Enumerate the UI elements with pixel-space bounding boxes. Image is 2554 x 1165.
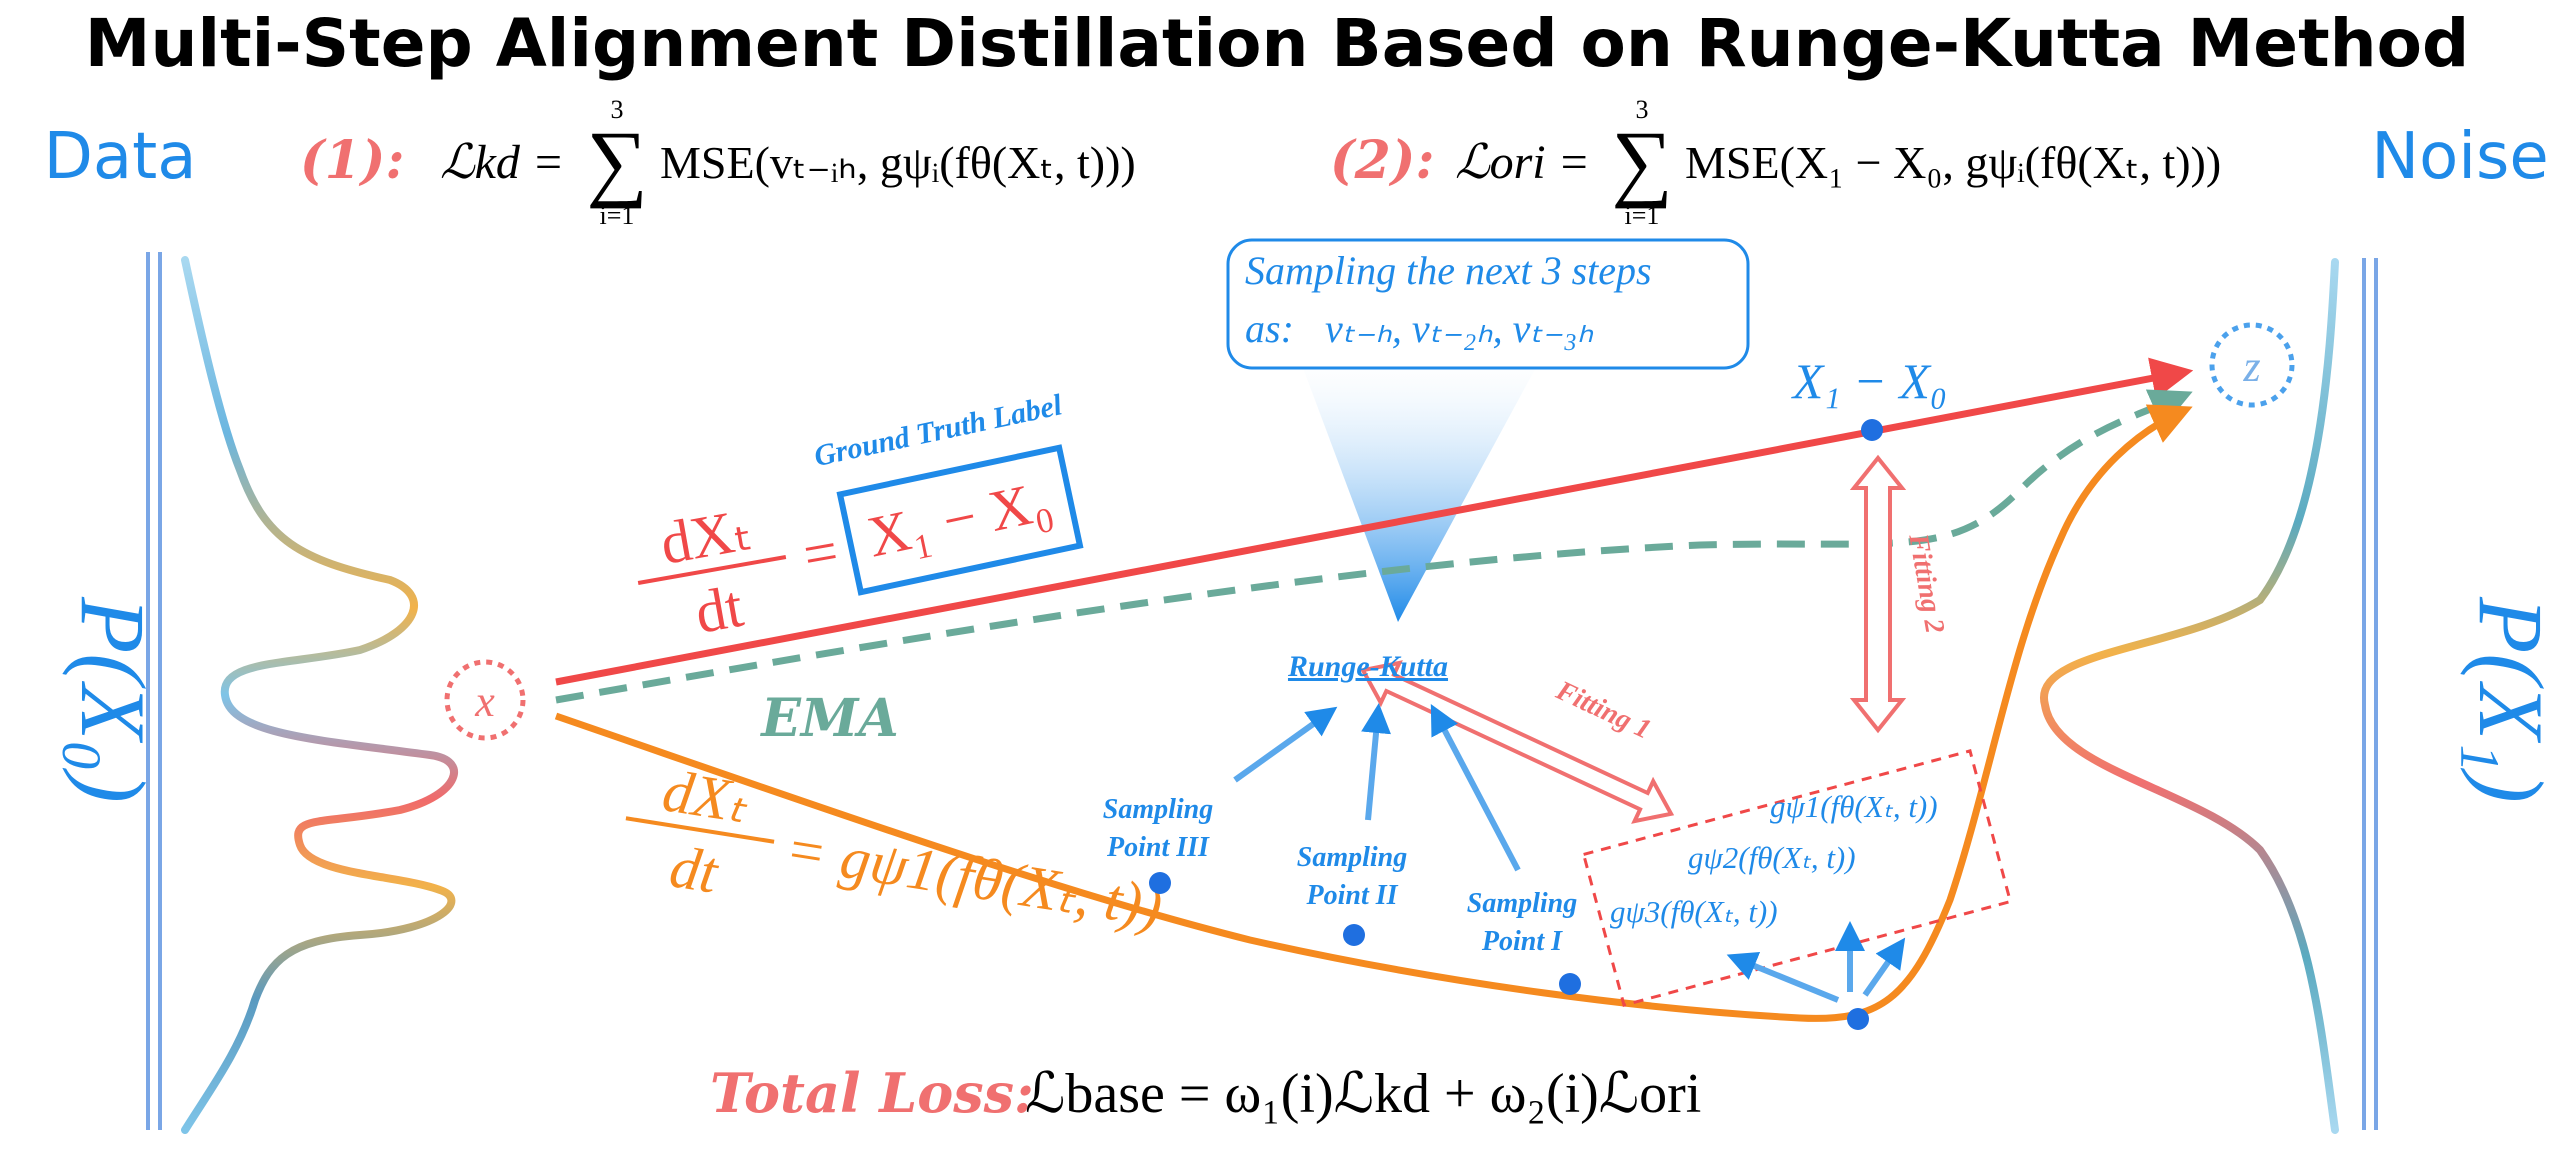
z-point-label: z: [2242, 342, 2260, 391]
g-term-1: gψ1(fθ(Xₜ, t)): [1770, 789, 1938, 824]
noise-label: Noise: [2371, 120, 2549, 194]
ema-trajectory: [555, 389, 2193, 704]
px0-label: P(X₀): [62, 596, 164, 803]
fitting1-arrow: [1359, 660, 1675, 824]
fitting2-label: Fitting 2: [1902, 530, 1950, 635]
prediction-arrows: [1726, 921, 1906, 1003]
eq1-sum-sign: ∑: [586, 113, 647, 209]
eq2-sum-sign: ∑: [1611, 113, 1672, 209]
eq2-tag: (2):: [1330, 130, 1435, 191]
red-frac-den: dt: [690, 573, 748, 646]
eq2-sum-top: 3: [1636, 95, 1649, 124]
eq1-tag: (1):: [300, 130, 405, 191]
sampling-box-vars: vₜ₋ₕ, vₜ₋₂ₕ, vₜ₋₃ₕ: [1325, 306, 1594, 351]
eq1-sum-bottom: i=1: [600, 201, 635, 230]
fitting2-arrow: [1849, 454, 1907, 734]
sampling-point-3: [1149, 872, 1171, 894]
z-point: [2209, 322, 2295, 408]
ema-label: EMA: [759, 688, 899, 749]
sampling-point-1: [1559, 973, 1581, 995]
x-point-label: x: [474, 677, 495, 726]
fitting1-label: Fitting 1: [1551, 675, 1656, 746]
eq2-body: MSE(X₁ − X₀, gψᵢ(fθ(Xₜ, t))): [1685, 137, 2221, 188]
orange-frac-num: dXₜ: [658, 757, 753, 836]
sampling-point-3-line1: Sampling: [1103, 794, 1213, 825]
total-loss-equation: ℒbase = ω₁(i)ℒkd + ω₂(i)ℒori: [1025, 1063, 1701, 1125]
sampling-point-1-line2: Point I: [1481, 926, 1563, 957]
sampling-point-2: [1343, 924, 1365, 946]
ground-truth-box: [836, 444, 1084, 596]
x-point: [444, 659, 526, 741]
straight-trajectory: [555, 357, 2194, 686]
eq2-lhs: ℒori =: [1455, 136, 1590, 189]
red-frac-bar: [637, 555, 787, 585]
eq2-sum-bottom: i=1: [1625, 201, 1660, 230]
sampling-point-2-line1: Sampling: [1297, 842, 1407, 873]
data-label: Data: [44, 120, 197, 194]
sampling-arrows: [1233, 703, 1521, 872]
g-term-2: gψ2(fθ(Xₜ, t)): [1688, 840, 1856, 875]
data-distribution-curve: [181, 256, 458, 1134]
eq1-body: MSE(vₜ₋ᵢₕ, gψᵢ(fθ(Xₜ, t))): [660, 137, 1136, 188]
student-trajectory: [554, 404, 2193, 1022]
target-label: X₁ − X₀: [1791, 353, 1948, 409]
sampling-box: [1226, 238, 1750, 370]
left-boundary: [146, 252, 162, 1130]
target-point: [1861, 419, 1883, 441]
current-point: [1847, 1008, 1869, 1030]
px1-label: P(X₁): [2460, 596, 2554, 803]
sampling-box-prefix: as:: [1245, 306, 1294, 351]
sampling-point-3-line2: Point III: [1106, 832, 1210, 863]
eq1-sum-top: 3: [611, 95, 624, 124]
sampling-point-2-line2: Point II: [1305, 880, 1398, 911]
total-loss-label: Total Loss:: [710, 1061, 1034, 1125]
diagram-title: Multi-Step Alignment Distillation Based …: [85, 5, 2469, 82]
g-term-3: gψ3(fθ(Xₜ, t)): [1610, 894, 1778, 929]
runge-kutta-label: Runge-Kutta: [1287, 650, 1448, 683]
right-boundary: [2362, 258, 2378, 1130]
sampling-cone: [1300, 360, 1540, 622]
sampling-box-line1: Sampling the next 3 steps: [1245, 248, 1652, 293]
eq1-lhs: ℒkd =: [440, 136, 564, 189]
noise-distribution-curve: [2040, 258, 2339, 1134]
red-eq-sign: =: [798, 517, 843, 588]
orange-frac-bar: [625, 816, 775, 844]
sampling-point-1-line1: Sampling: [1467, 888, 1577, 919]
orange-frac-den: dt: [666, 833, 724, 906]
